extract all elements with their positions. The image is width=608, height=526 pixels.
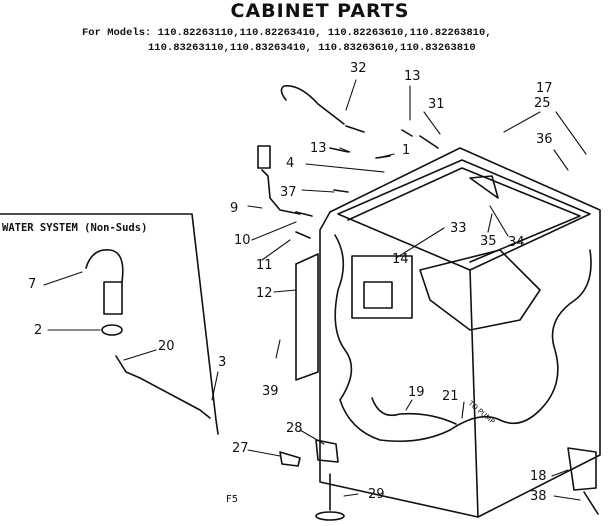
callout-4: 4 xyxy=(286,156,295,171)
models-line-2: 110.83263110,110.83263410, 110.83263610,… xyxy=(148,42,476,54)
callout-39: 39 xyxy=(262,384,279,399)
callout-3: 3 xyxy=(218,355,227,370)
callout-13-top: 13 xyxy=(404,69,421,84)
callout-37: 37 xyxy=(280,185,297,200)
hose-9 xyxy=(261,169,301,215)
callout-32: 32 xyxy=(350,61,367,76)
callout-19: 19 xyxy=(408,385,425,400)
callout-14: 14 xyxy=(392,252,409,267)
callout-1: 1 xyxy=(402,143,411,158)
callout-35: 35 xyxy=(480,234,497,249)
cabinet-top-rim xyxy=(337,159,591,271)
callout-36: 36 xyxy=(536,132,553,147)
water-system-label: WATER SYSTEM (Non-Suds) xyxy=(2,222,148,234)
callout-10: 10 xyxy=(234,233,251,248)
callout-9: 9 xyxy=(230,201,239,216)
callout-7: 7 xyxy=(28,277,37,292)
callout-13-left: 13 xyxy=(310,141,327,156)
side-panel xyxy=(295,253,319,381)
title: CABINET PARTS xyxy=(230,0,410,22)
callout-11: 11 xyxy=(256,258,273,273)
callout-27: 27 xyxy=(232,441,249,456)
callout-25: 25 xyxy=(534,96,551,111)
bracket-18 xyxy=(567,447,597,491)
cabinet-cutout xyxy=(334,234,592,443)
callout-29: 29 xyxy=(368,487,385,502)
callout-18: 18 xyxy=(530,469,547,484)
hose-19 xyxy=(371,397,457,425)
callout-38: 38 xyxy=(530,489,547,504)
water-system-box xyxy=(0,213,219,435)
callout-17: 17 xyxy=(536,81,553,96)
cabinet-outline xyxy=(319,147,601,518)
pump-mount-28 xyxy=(315,439,339,463)
hose-7 xyxy=(85,249,124,283)
seal-2 xyxy=(101,324,123,336)
callout-28: 28 xyxy=(286,421,303,436)
callout-20: 20 xyxy=(158,339,175,354)
baffle-34 xyxy=(469,175,499,199)
callout-34: 34 xyxy=(508,235,525,250)
callout-33: 33 xyxy=(450,221,467,236)
cord-32 xyxy=(280,85,345,125)
callout-2: 2 xyxy=(34,323,43,338)
callout-12: 12 xyxy=(256,286,273,301)
bolt-38 xyxy=(583,491,599,515)
valve-20 xyxy=(115,355,211,419)
figure-code: F5 xyxy=(226,494,239,505)
bracket-window xyxy=(351,255,413,319)
callout-31: 31 xyxy=(428,97,445,112)
callout-21: 21 xyxy=(442,389,459,404)
models-line-1: For Models: 110.82263110,110.82263410, 1… xyxy=(82,27,492,39)
pump-label: TO PUMP xyxy=(466,399,496,426)
clip-27 xyxy=(279,451,301,467)
